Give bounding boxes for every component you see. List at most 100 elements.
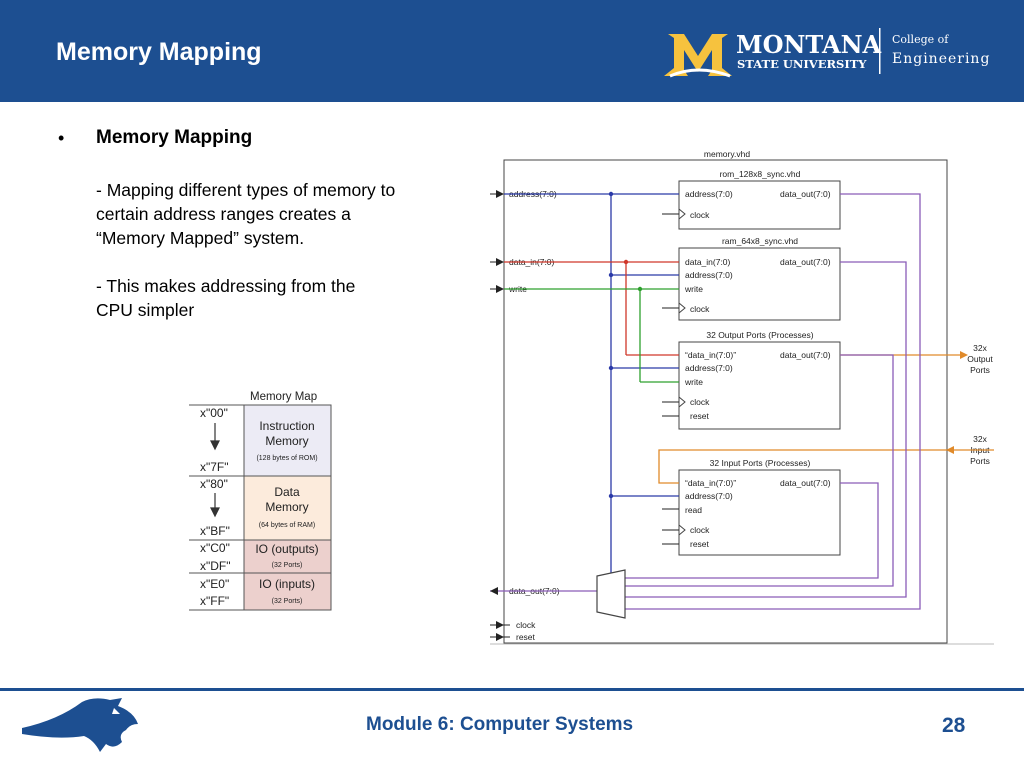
ext-input-label: 32x xyxy=(973,434,987,444)
ext-output-label: Ports xyxy=(970,365,990,375)
arrow-right-icon xyxy=(496,285,504,293)
ext-input-label: Input xyxy=(971,445,991,455)
arrow-right-icon xyxy=(496,621,504,629)
instruction-memory-block xyxy=(243,404,332,477)
diagram-top-title: memory.vhd xyxy=(704,149,750,159)
memory-map-title: Memory Map xyxy=(250,391,317,403)
ram-in: data_in(7:0) xyxy=(685,257,731,267)
footer-module-title: Module 6: Computer Systems xyxy=(366,714,634,735)
block-note: (32 Ports) xyxy=(272,598,303,605)
data-memory-block xyxy=(243,475,332,541)
arrow-left-icon xyxy=(490,587,498,595)
io-outputs-block xyxy=(243,539,332,574)
address-label: x"BF" xyxy=(200,524,230,538)
arrow-right-icon xyxy=(960,351,968,359)
io-wires xyxy=(658,354,994,484)
block-note: (128 bytes of ROM) xyxy=(256,455,317,462)
address-bus-wires xyxy=(504,193,679,576)
junction-dots xyxy=(608,191,614,499)
msu-m-mark-icon xyxy=(664,34,732,76)
block-note: (32 Ports) xyxy=(272,562,303,569)
paragraph-2-line: - This makes addressing from the xyxy=(96,276,356,296)
port-address-label: address(7:0) xyxy=(509,189,557,199)
ram-out: data_out(7:0) xyxy=(780,257,831,267)
college-of-text: College of xyxy=(892,33,949,46)
arrow-right-icon xyxy=(496,190,504,198)
ext-output-label: Output xyxy=(967,354,993,364)
port-clock-label: clock xyxy=(516,620,536,630)
rom-in-clock: clock xyxy=(690,210,710,220)
port-reset-label: reset xyxy=(516,632,536,642)
slide-title: Memory Mapping xyxy=(56,38,262,66)
ram-in: write xyxy=(684,284,703,294)
inp-in: address(7:0) xyxy=(685,491,733,501)
page-number: 28 xyxy=(942,714,966,737)
paragraph-1-line: “Memory Mapped” system. xyxy=(96,228,305,248)
down-arrow-icon xyxy=(210,507,220,518)
junction-dot xyxy=(637,286,643,292)
ram-in: address(7:0) xyxy=(685,270,733,280)
ram-in: clock xyxy=(690,304,710,314)
address-label: x"DF" xyxy=(200,559,231,573)
college-name-text: Engineering xyxy=(892,51,990,67)
paragraph-1: - Mapping different types of memory to c… xyxy=(96,178,456,250)
ext-input-label: Ports xyxy=(970,456,990,466)
inp-out: data_out(7:0) xyxy=(780,478,831,488)
ram-title: ram_64x8_sync.vhd xyxy=(722,236,798,246)
msu-logo: MONTANA STATE UNIVERSITY College of Engi… xyxy=(664,28,990,78)
paragraph-1-line: certain address ranges creates a xyxy=(96,204,351,224)
outp-in: write xyxy=(684,377,703,387)
data-in-wires xyxy=(504,261,679,356)
ext-output-label: 32x xyxy=(973,343,987,353)
junction-dot xyxy=(623,259,629,265)
address-label: x"E0" xyxy=(200,577,229,591)
bobcat-logo-icon xyxy=(22,698,138,752)
block-label: Data xyxy=(274,485,300,499)
address-label: x"FF" xyxy=(200,594,229,608)
outp-in: reset xyxy=(690,411,710,421)
paragraph-2: - This makes addressing from the CPU sim… xyxy=(96,274,456,322)
inp-in: read xyxy=(685,505,702,515)
address-label: x"7F" xyxy=(200,460,229,474)
inp-in: “data_in(7:0)” xyxy=(685,478,736,488)
block-label: Instruction xyxy=(259,419,314,433)
paragraph-2-line: CPU simpler xyxy=(96,300,195,320)
block-label: Memory xyxy=(265,500,308,514)
rom-title: rom_128x8_sync.vhd xyxy=(720,169,801,179)
inp-in: reset xyxy=(690,539,710,549)
block-label: Memory xyxy=(265,434,308,448)
rom-in-address: address(7:0) xyxy=(685,189,733,199)
rom-out: data_out(7:0) xyxy=(780,189,831,199)
outp-in: clock xyxy=(690,397,710,407)
outp-in: “data_in(7:0)” xyxy=(685,350,736,360)
mux-shape xyxy=(596,569,626,619)
io-inputs-block xyxy=(243,572,332,611)
data-out-wires xyxy=(490,193,921,610)
address-label: x"80" xyxy=(200,477,228,491)
address-label: x"C0" xyxy=(200,541,230,555)
port-data-out-label: data_out(7:0) xyxy=(509,586,560,596)
arrow-left-icon xyxy=(946,446,954,454)
header-bar: Memory Mapping MONTANA STATE UNIVERSITY … xyxy=(0,0,1024,102)
logo-sub-text: STATE UNIVERSITY xyxy=(737,57,867,71)
logo-main-text: MONTANA xyxy=(736,30,882,59)
block-label: IO (inputs) xyxy=(259,577,315,591)
address-label: x"00" xyxy=(200,406,228,420)
down-arrow-icon xyxy=(210,440,220,451)
outp-title: 32 Output Ports (Processes) xyxy=(706,330,813,340)
write-wires xyxy=(504,288,679,383)
port-write-label: write xyxy=(508,284,527,294)
control-lines xyxy=(490,193,679,638)
inp-title: 32 Input Ports (Processes) xyxy=(710,458,811,468)
paragraph-1-line: - Mapping different types of memory to xyxy=(96,180,396,200)
block-note: (64 bytes of RAM) xyxy=(259,522,315,529)
bullet-heading: Memory Mapping xyxy=(96,127,253,148)
arrow-right-icon xyxy=(496,633,504,641)
inp-in: clock xyxy=(690,525,710,535)
port-data-in-label: data_in(7:0) xyxy=(509,257,555,267)
bullet-glyph: • xyxy=(58,128,65,148)
arrow-right-icon xyxy=(496,258,504,266)
footer-rule xyxy=(0,688,1024,691)
